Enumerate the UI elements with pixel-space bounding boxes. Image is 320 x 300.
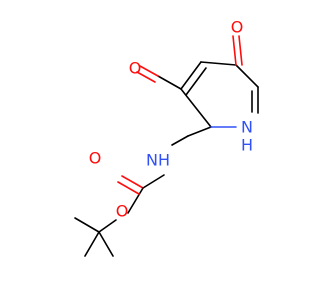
- bond-tbu-3: [98, 231, 114, 257]
- bond-ester-o-carbonyl: [127, 187, 144, 214]
- aldehyde-oxygen-label: O: [129, 59, 142, 78]
- carbonyl-oxygen-label: O: [89, 149, 102, 168]
- bond-ketone-o-1: [232, 35, 237, 66]
- ring-hydrogen-label: H: [241, 136, 253, 155]
- bond-ketone-o-2: [238, 35, 243, 66]
- ester-oxygen-label: O: [116, 202, 129, 221]
- carbamate-nh-label: NH: [146, 151, 170, 170]
- bond-carbonyl-o-1: [121, 175, 144, 189]
- ring-nitrogen-label: N: [241, 118, 253, 137]
- bond-ch2-ring: [187, 126, 212, 137]
- bond-tbu-2: [84, 231, 100, 257]
- bond-aldehyde-o-2: [136, 71, 156, 83]
- bond-ring-c3-c4-inner: [185, 67, 207, 96]
- bond-tbu-1: [74, 217, 100, 233]
- bond-carbonyl-o-2: [117, 181, 140, 195]
- bond-tbu-ester-o: [98, 219, 117, 233]
- bond-nh-ch2: [171, 135, 189, 146]
- bond-ring-c3-c4: [180, 61, 202, 90]
- bond-ring-c5-c6: [235, 64, 259, 88]
- ketone-oxygen-label: O: [231, 18, 244, 37]
- bond-ring-c4-c5: [200, 61, 237, 66]
- bond-carbonyl-nh: [142, 174, 165, 189]
- structure-diagram: O O N H NH O O: [74, 18, 259, 257]
- molecule-canvas: O O N H NH O O: [74, 18, 259, 257]
- bond-aldehyde-o-1: [139, 65, 159, 77]
- bond-ring-aldehyde-c: [157, 75, 182, 90]
